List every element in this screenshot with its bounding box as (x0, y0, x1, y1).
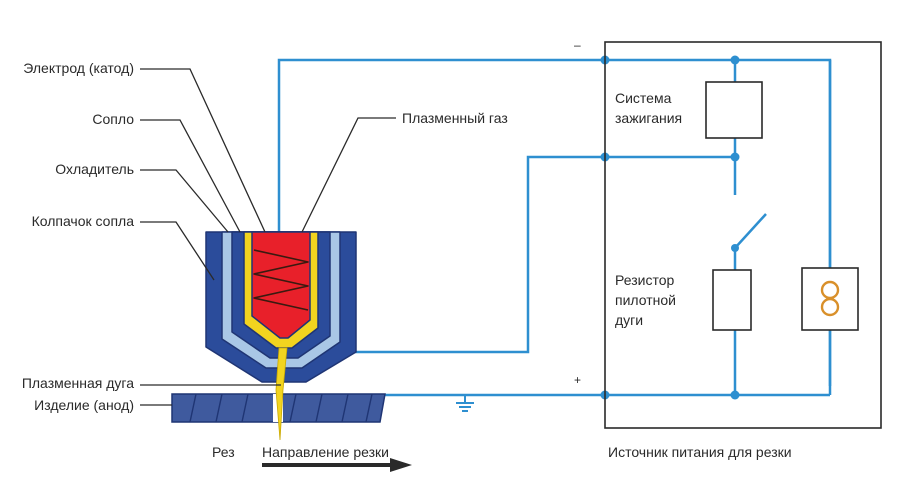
label-plasma-gas: Плазменный газ (402, 110, 508, 126)
plasma-torch (205, 231, 357, 383)
leader-lines (140, 68, 396, 406)
ground-icon (456, 395, 474, 412)
label-nozzle: Сопло (92, 111, 134, 127)
pilot-resistor-box (712, 269, 752, 331)
plus-sign: + (574, 373, 582, 387)
label-nozzle-cap: Колпачок сопла (31, 213, 134, 229)
label-pilot-resistor-3: дуги (615, 312, 644, 328)
label-ignition-system: Система зажигания (615, 90, 683, 126)
leader-electrode (140, 68, 266, 233)
leader-coolant (140, 169, 229, 233)
transformer-icon (820, 280, 840, 317)
minus-sign: – (574, 38, 581, 52)
label-coolant: Охладитель (55, 161, 134, 177)
nozzle-wire (330, 155, 735, 354)
power-source-box (604, 41, 882, 429)
label-ignition-line1: Система зажигания (615, 88, 699, 128)
leader-nozzle (140, 119, 241, 233)
leader-plasma-gas (301, 117, 396, 233)
label-cut-direction: Направление резки (262, 444, 389, 460)
cut-direction-arrow (262, 458, 412, 472)
electrode-coil (253, 249, 309, 311)
leader-nozzle-cap (140, 221, 215, 281)
label-pilot-resistor-1: Резистор (615, 272, 675, 288)
label-electrode: Электрод (катод) (23, 60, 134, 76)
ignition-system-box (705, 81, 763, 139)
label-power-source: Источник питания для резки (608, 444, 792, 460)
switch-lever (734, 213, 767, 249)
label-pilot-resistor-2: пилотной (615, 292, 676, 308)
label-workpiece: Изделие (анод) (34, 397, 134, 413)
plasma-arc (275, 347, 288, 441)
label-plasma-arc: Плазменная дуга (21, 375, 134, 391)
label-cut: Рез (212, 444, 235, 460)
